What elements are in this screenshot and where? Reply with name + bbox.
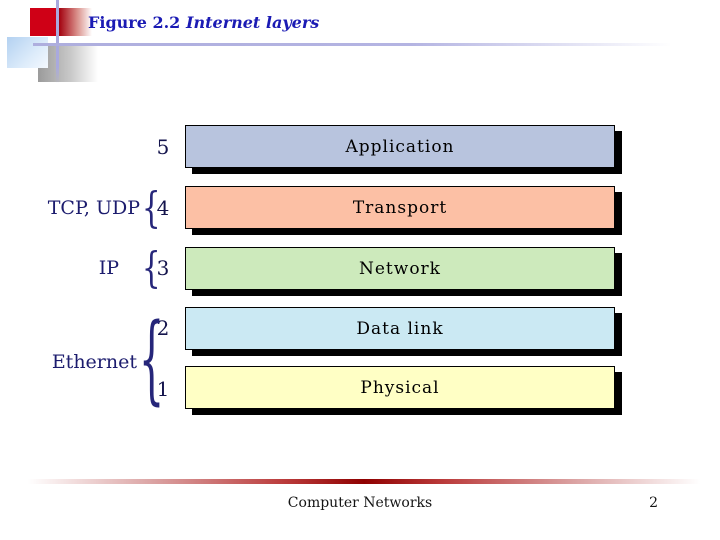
layer-number-5: 5: [156, 135, 170, 159]
layer-box-network: Network: [185, 247, 615, 290]
protocol-label-ethernet: Ethernet: [51, 351, 137, 373]
decoration-vertical-line: [56, 0, 59, 83]
layer-number-1: 1: [156, 377, 170, 401]
decoration-gray-square: [38, 44, 98, 82]
footer-divider-bar: [28, 479, 700, 484]
layer-number-2: 2: [156, 316, 170, 340]
layer-box-network-label: Network: [359, 258, 441, 279]
brace-layers-2-1: {: [138, 303, 165, 415]
footer-page-number: 2: [649, 495, 658, 511]
protocol-label-ip: IP: [98, 257, 119, 279]
layer-box-transport: Transport: [185, 186, 615, 229]
layer-box-application: Application: [185, 125, 615, 168]
decoration-horizontal-rule: [33, 43, 720, 46]
layer-number-3: 3: [156, 256, 170, 280]
figure-label: Figure 2.2: [88, 13, 181, 32]
layer-number-4: 4: [156, 196, 170, 220]
page-title: Internet layers: [186, 13, 320, 32]
decoration-blue-square: [7, 37, 48, 68]
footer-course-title: Computer Networks: [287, 495, 433, 511]
protocol-label-tcp-udp: TCP, UDP: [47, 197, 140, 219]
layer-box-transport-label: Transport: [352, 197, 448, 218]
layer-box-physical-label: Physical: [360, 377, 440, 398]
decoration-red-square: [30, 8, 56, 36]
layer-box-data-link-label: Data link: [356, 318, 444, 339]
layer-box-application-label: Application: [345, 136, 455, 157]
layer-box-data-link: Data link: [185, 307, 615, 350]
brace-layer-3: {: [141, 243, 161, 292]
decoration-red-gradient: [59, 8, 92, 36]
layer-box-physical: Physical: [185, 366, 615, 409]
brace-layer-4: {: [141, 183, 161, 232]
